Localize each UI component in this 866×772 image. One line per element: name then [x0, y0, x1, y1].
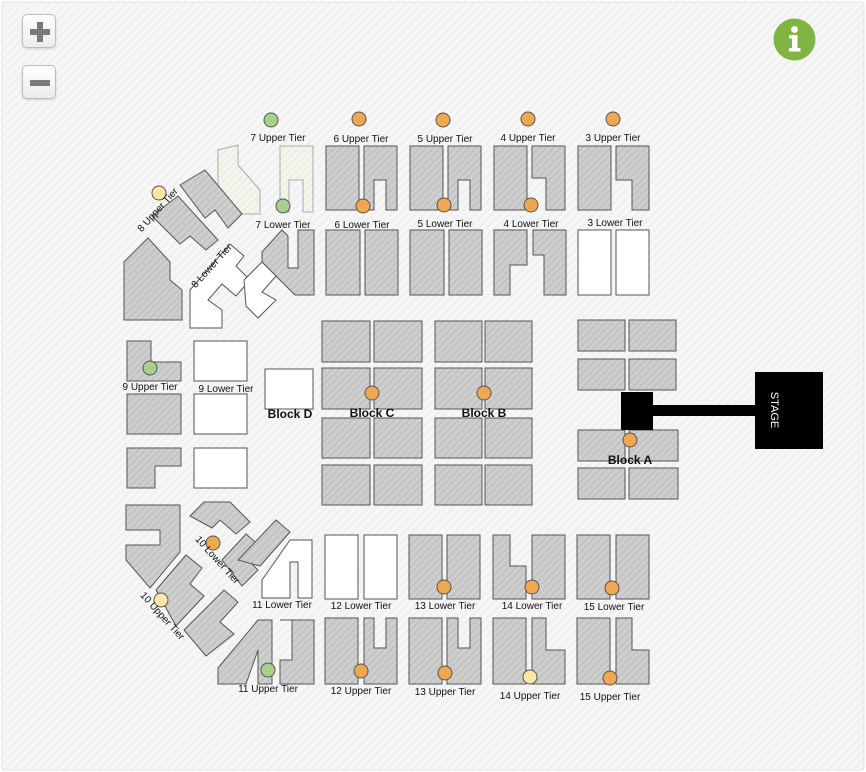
- label-14-lower: 14 Lower Tier: [502, 601, 563, 612]
- label-block-b: Block B: [462, 406, 507, 420]
- section-13-lower[interactable]: [408, 534, 481, 600]
- label-11-lower: 11 Lower Tier: [252, 600, 313, 611]
- stage-label: STAGE: [768, 392, 780, 428]
- info-button[interactable]: [773, 18, 816, 61]
- label-4-lower: 4 Lower Tier: [503, 219, 559, 230]
- section-12-upper[interactable]: [324, 617, 398, 685]
- label-5-lower: 5 Lower Tier: [417, 219, 473, 230]
- label-9-upper: 9 Upper Tier: [122, 382, 178, 393]
- label-12-upper: 12 Upper Tier: [331, 686, 392, 697]
- section-4-lower[interactable]: [493, 229, 567, 296]
- marker-block-b[interactable]: [476, 385, 492, 401]
- label-3-upper: 3 Upper Tier: [585, 133, 641, 144]
- marker-7-lower[interactable]: [275, 198, 291, 214]
- stage-area: STAGE: [621, 372, 823, 449]
- section-3-lower[interactable]: [577, 229, 650, 296]
- marker-13-upper[interactable]: [437, 665, 453, 681]
- label-block-a: Block A: [608, 453, 653, 467]
- section-5-lower[interactable]: [409, 229, 483, 296]
- block-c[interactable]: [321, 320, 423, 506]
- marker-5-lower[interactable]: [436, 197, 452, 213]
- section-15-upper[interactable]: [576, 617, 650, 685]
- marker-4-lower[interactable]: [523, 197, 539, 213]
- section-13-upper[interactable]: [408, 617, 482, 685]
- section-15-lower[interactable]: [576, 534, 650, 600]
- label-5-upper: 5 Upper Tier: [417, 134, 473, 145]
- label-4-upper: 4 Upper Tier: [500, 133, 556, 144]
- marker-11-upper[interactable]: [260, 662, 276, 678]
- section-7-lower[interactable]: [261, 229, 315, 296]
- plus-icon: [30, 22, 50, 42]
- section-10-lower[interactable]: [189, 501, 291, 587]
- section-8-upper[interactable]: [123, 169, 243, 321]
- marker-block-c[interactable]: [364, 385, 380, 401]
- section-5-upper[interactable]: [409, 145, 482, 211]
- section-12-lower[interactable]: [324, 534, 398, 600]
- label-6-upper: 6 Upper Tier: [333, 134, 389, 145]
- section-9-upper[interactable]: [126, 340, 182, 489]
- minus-icon: [30, 80, 50, 86]
- block-a[interactable]: [577, 319, 679, 500]
- zoom-in-button[interactable]: [22, 14, 56, 48]
- section-3-upper[interactable]: [577, 145, 650, 211]
- label-7-upper: 7 Upper Tier: [250, 133, 306, 144]
- label-14-upper: 14 Upper Tier: [500, 691, 561, 702]
- label-9-lower: 9 Lower Tier: [198, 384, 254, 395]
- marker-4-upper[interactable]: [520, 111, 536, 127]
- availability-markers: [142, 111, 638, 686]
- section-11-upper[interactable]: [217, 619, 315, 685]
- marker-3-upper[interactable]: [605, 111, 621, 127]
- block-b[interactable]: [434, 320, 533, 506]
- label-6-lower: 6 Lower Tier: [334, 220, 390, 231]
- section-4-upper[interactable]: [493, 145, 566, 211]
- label-block-c: Block C: [350, 406, 395, 420]
- marker-6-lower[interactable]: [355, 198, 371, 214]
- marker-15-lower[interactable]: [604, 580, 620, 596]
- label-7-lower: 7 Lower Tier: [255, 220, 311, 231]
- section-14-upper[interactable]: [492, 617, 566, 685]
- section-10-upper[interactable]: [125, 504, 239, 657]
- zoom-out-button[interactable]: [22, 65, 56, 99]
- marker-6-upper[interactable]: [351, 111, 367, 127]
- label-15-lower: 15 Lower Tier: [584, 602, 645, 613]
- section-11-lower[interactable]: [261, 539, 313, 599]
- label-13-lower: 13 Lower Tier: [415, 601, 476, 612]
- marker-10-lower[interactable]: [205, 535, 221, 551]
- block-d[interactable]: [264, 368, 314, 410]
- marker-13-lower[interactable]: [436, 579, 452, 595]
- marker-block-a[interactable]: [622, 432, 638, 448]
- label-13-upper: 13 Upper Tier: [415, 687, 476, 698]
- stage: [755, 372, 823, 449]
- label-12-lower: 12 Lower Tier: [331, 601, 392, 612]
- marker-5-upper[interactable]: [435, 112, 451, 128]
- label-11-upper: 11 Upper Tier: [238, 684, 299, 695]
- section-8-lower[interactable]: [189, 243, 277, 329]
- marker-14-upper[interactable]: [522, 669, 538, 685]
- section-14-lower[interactable]: [492, 534, 566, 600]
- section-9-lower[interactable]: [193, 340, 248, 489]
- marker-9-upper[interactable]: [142, 360, 158, 376]
- marker-12-upper[interactable]: [353, 663, 369, 679]
- marker-7-upper[interactable]: [263, 112, 279, 128]
- label-3-lower: 3 Lower Tier: [587, 218, 643, 229]
- marker-8-upper[interactable]: [151, 185, 167, 201]
- marker-15-upper[interactable]: [602, 670, 618, 686]
- label-block-d: Block D: [268, 407, 313, 421]
- section-6-lower[interactable]: [325, 229, 399, 296]
- marker-14-lower[interactable]: [524, 579, 540, 595]
- label-15-upper: 15 Upper Tier: [580, 692, 641, 703]
- marker-10-upper[interactable]: [153, 592, 169, 608]
- info-icon: [773, 18, 816, 61]
